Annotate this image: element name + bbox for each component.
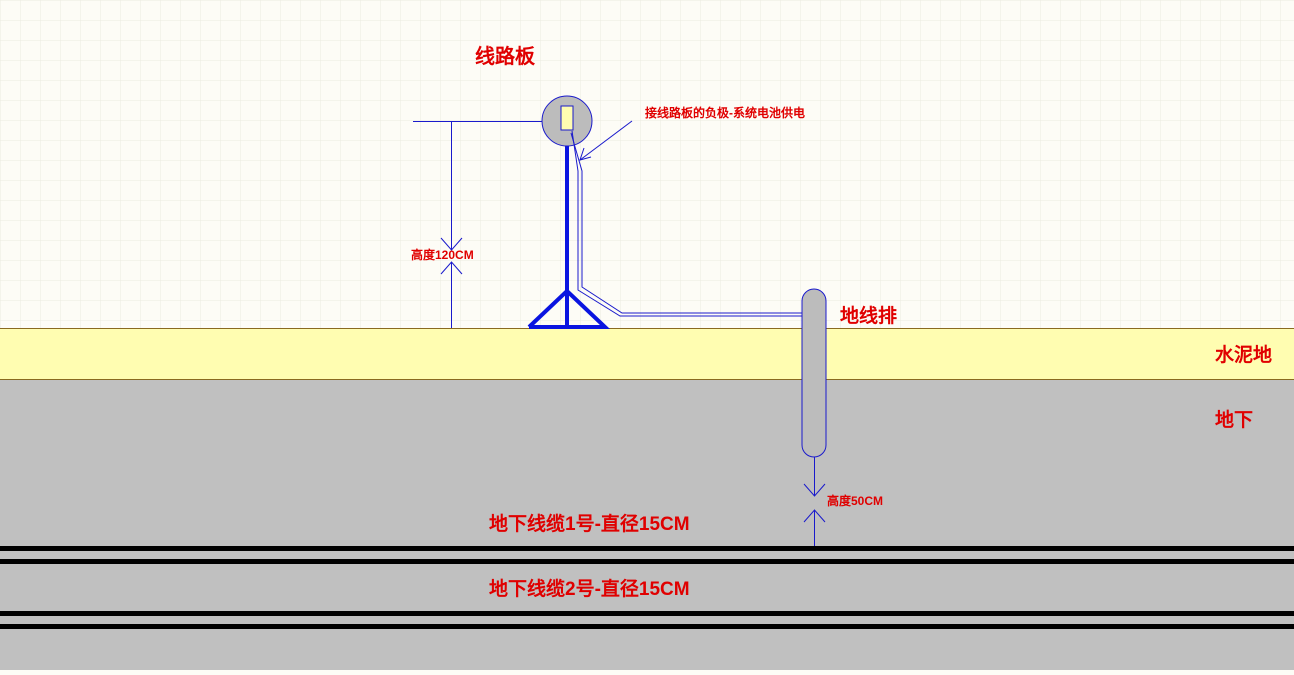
label-height-50: 高度50CM bbox=[827, 493, 883, 508]
cable-1 bbox=[0, 546, 1294, 564]
grid-background bbox=[0, 0, 1294, 330]
concrete-layer bbox=[0, 328, 1294, 379]
label-negative-note: 接线路板的负极-系统电池供电 bbox=[645, 105, 805, 120]
label-cable-2: 地下线缆2号-直径15CM bbox=[489, 577, 690, 600]
label-underground: 地下 bbox=[1215, 408, 1253, 431]
label-ground-bar: 地线排 bbox=[840, 304, 897, 327]
ground-bar bbox=[801, 288, 827, 458]
circuit-board-node bbox=[541, 95, 593, 147]
cable-2 bbox=[0, 611, 1294, 629]
ground-wire bbox=[570, 130, 804, 317]
note-leader bbox=[579, 120, 633, 161]
label-circuit-board: 线路板 bbox=[475, 44, 536, 68]
label-cable-1: 地下线缆1号-直径15CM bbox=[489, 512, 690, 535]
label-concrete: 水泥地 bbox=[1215, 343, 1272, 366]
height-50-dimension bbox=[803, 457, 826, 546]
board-stand bbox=[527, 146, 611, 329]
height-120-dimension bbox=[413, 121, 542, 328]
underground-layer bbox=[0, 380, 1294, 670]
label-height-120: 高度120CM bbox=[411, 247, 474, 262]
